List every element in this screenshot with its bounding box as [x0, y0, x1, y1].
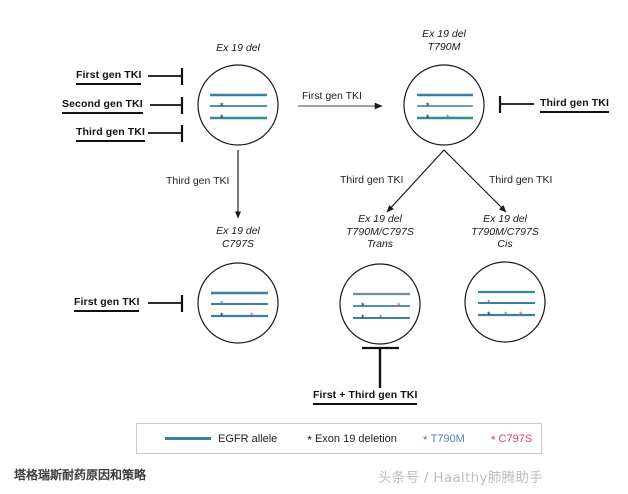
- inhibition-first-gen-bottom: [148, 295, 184, 312]
- cell-caption-c797s-line2: C797S: [221, 237, 255, 250]
- cell-caption-c797s: Ex 19 del C797S: [198, 225, 278, 250]
- svg-text:*: *: [250, 311, 254, 321]
- drug-label-third-gen-tki-right[interactable]: Third gen TKI: [540, 97, 609, 113]
- exon19-asterisk-icon: *: [307, 432, 312, 447]
- svg-text:*: *: [220, 113, 224, 123]
- cell-caption-trans: Ex 19 del T790M/C797S Trans: [330, 213, 430, 251]
- legend-label-t790m: T790M: [430, 432, 465, 445]
- t790m-asterisk-icon: *: [422, 432, 428, 447]
- transition-label-t790m-to-cis: Third gen TKI: [489, 174, 553, 186]
- svg-text:*: *: [519, 310, 523, 320]
- legend-item-egfr-allele: EGFR allele: [137, 433, 277, 445]
- cell-caption-trans-line2: T790M/C797S: [346, 225, 414, 238]
- cell-caption-parent: Ex 19 del: [198, 42, 278, 55]
- svg-text:*: *: [361, 313, 365, 323]
- cell-caption-cis-line3: Cis: [497, 238, 513, 250]
- transition-label-parent-to-t790m: First gen TKI: [302, 90, 362, 102]
- svg-text:*: *: [361, 301, 365, 311]
- svg-text:*: *: [426, 113, 430, 123]
- drug-label-first-gen-tki-bottom[interactable]: First gen TKI: [74, 296, 140, 312]
- cell-caption-t790m: Ex 19 del T790M: [404, 28, 484, 53]
- figure-title-chinese: 塔格瑞斯耐药原因和策略: [14, 468, 147, 482]
- cell-caption-parent-line1: Ex 19 del: [216, 42, 260, 54]
- transition-label-parent-to-c797s: Third gen TKI: [166, 175, 230, 187]
- svg-text:*: *: [426, 101, 430, 111]
- inhibition-second-gen-top: [150, 97, 184, 114]
- arrow-t790m-to-trans: [386, 149, 445, 213]
- svg-text:*: *: [397, 301, 401, 311]
- brand-watermark: 头条号 / Haalthy肺腾助手: [378, 470, 544, 486]
- cell-caption-trans-line1: Ex 19 del: [358, 213, 402, 225]
- cell-caption-cis-line2: T790M/C797S: [471, 225, 539, 238]
- drug-label-second-gen-tki[interactable]: Second gen TKI: [62, 98, 143, 114]
- legend: EGFR allele * Exon 19 deletion * T790M *…: [136, 423, 542, 454]
- svg-text:*: *: [379, 313, 383, 323]
- svg-text:*: *: [487, 310, 491, 320]
- cell-caption-cis-line1: Ex 19 del: [483, 213, 527, 225]
- inhibition-first-plus-third: [362, 346, 399, 388]
- transition-label-t790m-to-trans: Third gen TKI: [340, 174, 404, 186]
- inhibition-third-gen-top: [148, 125, 184, 142]
- inhibition-third-gen-right: [498, 96, 534, 113]
- svg-text:*: *: [220, 101, 224, 111]
- legend-item-t790m: * T790M: [422, 432, 465, 447]
- cell-caption-t790m-line1: Ex 19 del: [422, 28, 466, 40]
- cell-cis: * * * *: [464, 261, 546, 343]
- drug-label-third-gen-tki[interactable]: Third gen TKI: [76, 126, 145, 142]
- svg-text:*: *: [220, 311, 224, 321]
- inhibition-first-gen-top: [148, 68, 184, 85]
- cell-c797s: * * *: [197, 262, 279, 344]
- svg-text:*: *: [446, 113, 450, 123]
- cell-caption-cis: Ex 19 del T790M/C797S Cis: [455, 213, 555, 251]
- svg-text:*: *: [504, 310, 508, 320]
- drug-label-first-plus-third-gen-tki[interactable]: First + Third gen TKI: [313, 389, 418, 405]
- legend-item-c797s: * C797S: [490, 432, 533, 447]
- svg-text:*: *: [487, 298, 491, 308]
- c797s-asterisk-icon: *: [490, 432, 496, 447]
- cell-caption-c797s-line1: Ex 19 del: [216, 225, 260, 237]
- egfr-allele-line-icon: [165, 437, 211, 440]
- cell-caption-t790m-line2: T790M: [427, 40, 461, 53]
- cell-trans: * * * *: [339, 263, 421, 345]
- legend-item-exon19-deletion: * Exon 19 deletion: [307, 432, 397, 447]
- legend-label-egfr-allele: EGFR allele: [218, 432, 278, 445]
- svg-text:*: *: [220, 299, 224, 309]
- cell-caption-trans-line3: Trans: [366, 238, 394, 250]
- cell-parent-ex19del: * *: [197, 64, 279, 146]
- drug-label-first-gen-tki[interactable]: First gen TKI: [76, 69, 142, 85]
- legend-label-exon19-deletion: Exon 19 deletion: [314, 432, 397, 445]
- arrow-t790m-to-cis: [443, 149, 507, 213]
- cell-t790m: * * *: [403, 64, 485, 146]
- legend-label-c797s: C797S: [498, 432, 533, 445]
